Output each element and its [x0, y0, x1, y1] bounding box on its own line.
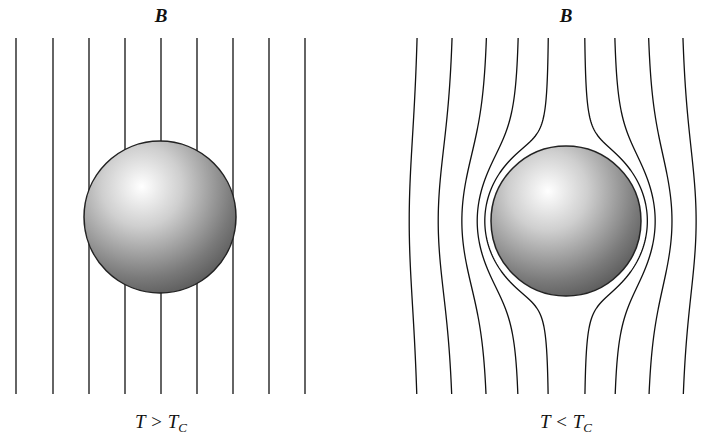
- field-lines-normal: [16, 38, 305, 394]
- field-line: [15, 38, 16, 394]
- sphere-superconducting: [491, 146, 641, 296]
- temperature-condition: T > TC: [135, 412, 187, 434]
- field-symbol: B: [155, 6, 168, 25]
- field-line: [409, 38, 417, 394]
- sphere-normal: [84, 141, 236, 293]
- field-line: [462, 38, 487, 394]
- field-line: [52, 38, 53, 394]
- field-lines-expelled: [409, 38, 696, 394]
- field-line: [683, 38, 696, 394]
- field-line: [268, 38, 269, 394]
- field-symbol: B: [560, 6, 573, 25]
- temperature-condition: T < TC: [540, 412, 592, 434]
- field-line: [649, 38, 672, 394]
- field-line: [304, 38, 305, 394]
- field-line: [438, 38, 452, 394]
